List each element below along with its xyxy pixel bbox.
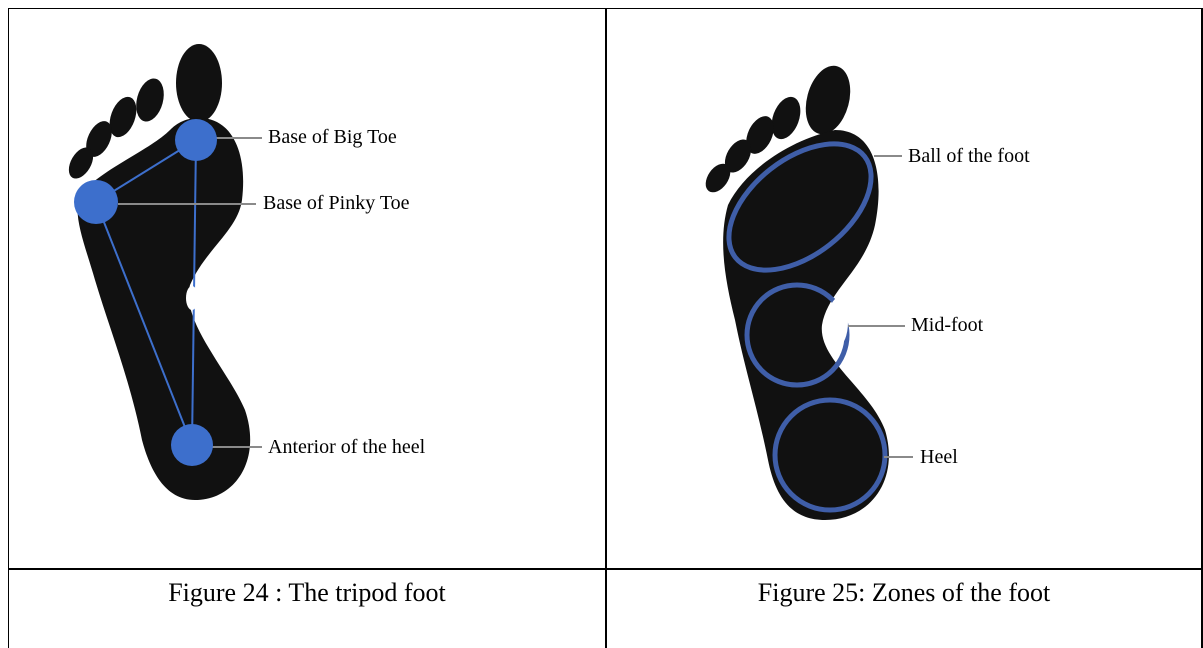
tripod-foot-diagram — [0, 0, 1203, 630]
toe-big — [176, 44, 222, 122]
tripod-point-big-toe — [175, 119, 217, 161]
label-ball-of-foot: Ball of the foot — [908, 145, 1030, 168]
label-mid-foot: Mid-foot — [911, 314, 983, 337]
toe-big-right — [799, 61, 858, 139]
tripod-point-heel — [171, 424, 213, 466]
caption-figure-24: Figure 24 : The tripod foot — [8, 578, 606, 608]
toe-2 — [132, 75, 169, 124]
label-base-big-toe: Base of Big Toe — [268, 126, 397, 149]
arch-notch — [186, 286, 198, 310]
caption-figure-25: Figure 25: Zones of the foot — [606, 578, 1202, 608]
label-base-pinky-toe: Base of Pinky Toe — [263, 192, 410, 215]
label-heel: Heel — [920, 446, 958, 469]
foot-sole — [78, 118, 251, 500]
tripod-point-pinky-toe — [74, 180, 118, 224]
arch-notch-right — [828, 298, 848, 346]
label-anterior-heel: Anterior of the heel — [268, 436, 425, 459]
